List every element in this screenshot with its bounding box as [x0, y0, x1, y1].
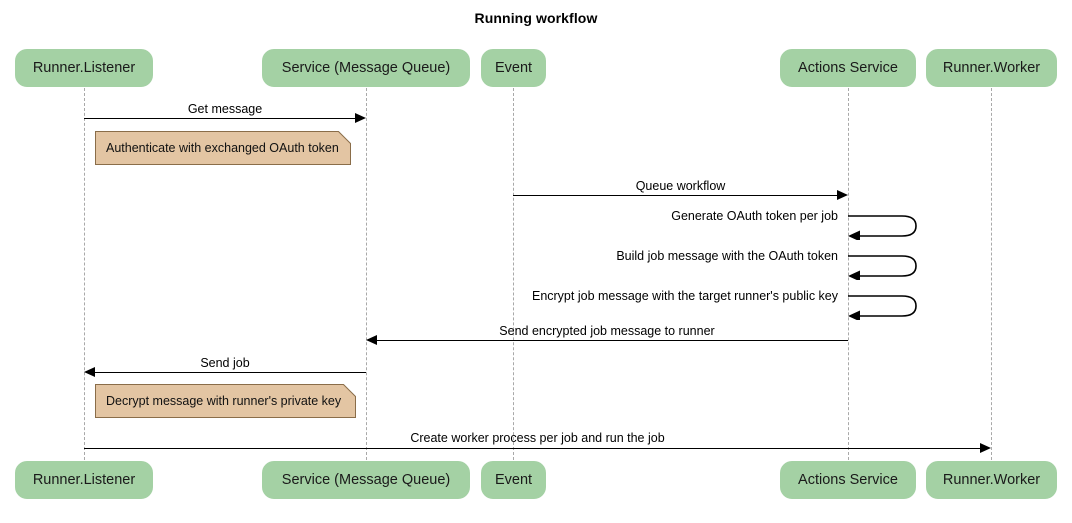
arrow-head-left-send-encrypted-job-message-to-runner [366, 335, 377, 345]
self-loop-generate-oauth-token-per-job [846, 210, 926, 240]
participant-service-message-queue-top[interactable]: Service (Message Queue) [262, 49, 470, 87]
participant-label: Actions Service [798, 60, 898, 76]
lifeline-runner-listener [84, 88, 85, 460]
participant-runner-worker-top[interactable]: Runner.Worker [926, 49, 1057, 87]
lifeline-service-message-queue [366, 88, 367, 460]
lifeline-event [513, 88, 514, 460]
participant-label: Service (Message Queue) [281, 60, 451, 76]
message-label-queue-workflow: Queue workflow [635, 179, 726, 193]
note-text: Authenticate with exchanged OAuth token [106, 141, 339, 155]
participant-label: Runner.Listener [32, 60, 136, 76]
message-line-send-job [95, 372, 366, 373]
message-line-get-message [84, 118, 356, 119]
message-label-get-message: Get message [187, 102, 263, 116]
participant-runner-worker-bottom[interactable]: Runner.Worker [926, 461, 1057, 499]
participant-actions-service-bottom[interactable]: Actions Service [780, 461, 916, 499]
message-label-build-job-message-with-the-oauth-token: Build job message with the OAuth token [616, 249, 838, 263]
participant-event-top[interactable]: Event [481, 49, 546, 87]
arrow-head-right-queue-workflow [837, 190, 848, 200]
note-fold-corner-icon [343, 384, 356, 397]
arrow-head-right-get-message [355, 113, 366, 123]
message-line-send-encrypted-job-message-to-runner [377, 340, 848, 341]
participant-label: Service (Message Queue) [281, 472, 451, 488]
arrow-head-left-send-job [84, 367, 95, 377]
participant-runner-listener-bottom[interactable]: Runner.Listener [15, 461, 153, 499]
lifeline-actions-service [848, 88, 849, 460]
message-line-create-worker-process-per-job-and-run-the-job [84, 448, 981, 449]
self-loop-build-job-message-with-the-oauth-token [846, 250, 926, 280]
message-line-queue-workflow [513, 195, 838, 196]
participant-event-bottom[interactable]: Event [481, 461, 546, 499]
participant-label: Runner.Worker [942, 472, 1041, 488]
participant-label: Runner.Listener [32, 472, 136, 488]
message-label-send-encrypted-job-message-to-runner: Send encrypted job message to runner [499, 324, 715, 338]
note-decrypt-note: Decrypt message with runner's private ke… [95, 384, 356, 418]
participant-label: Actions Service [798, 472, 898, 488]
note-authenticate-note: Authenticate with exchanged OAuth token [95, 131, 351, 165]
participant-label: Event [494, 472, 533, 488]
message-label-send-job: Send job [200, 356, 250, 370]
participant-runner-listener-top[interactable]: Runner.Listener [15, 49, 153, 87]
message-label-create-worker-process-per-job-and-run-the-job: Create worker process per job and run th… [410, 431, 665, 445]
participant-label: Runner.Worker [942, 60, 1041, 76]
participant-actions-service-top[interactable]: Actions Service [780, 49, 916, 87]
message-label-encrypt-job-message-with-the-target-runners-public-key: Encrypt job message with the target runn… [531, 289, 838, 303]
lifeline-runner-worker [991, 88, 992, 460]
message-label-generate-oauth-token-per-job: Generate OAuth token per job [671, 209, 838, 223]
self-loop-encrypt-job-message-with-the-target-runners-public-key [846, 290, 926, 320]
page-title: Running workflow [474, 10, 598, 26]
arrow-head-right-create-worker-process-per-job-and-run-the-job [980, 443, 991, 453]
note-fold-corner-icon [338, 131, 351, 144]
note-text: Decrypt message with runner's private ke… [106, 394, 342, 408]
participant-service-message-queue-bottom[interactable]: Service (Message Queue) [262, 461, 470, 499]
participant-label: Event [494, 60, 533, 76]
